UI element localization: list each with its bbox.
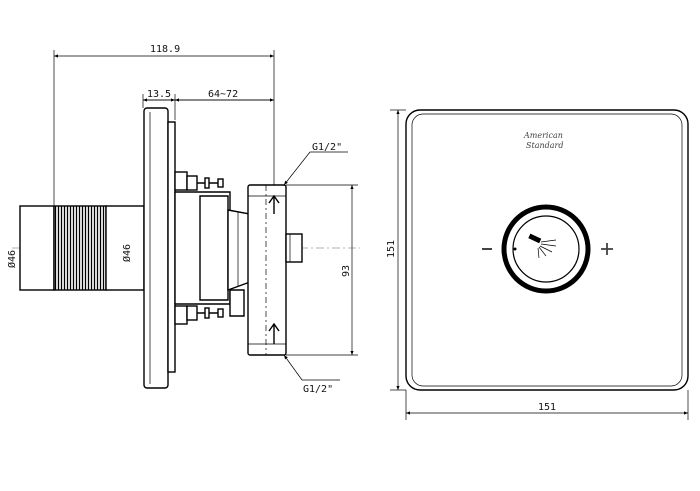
dim-body-height: 93: [286, 184, 358, 356]
dim-body-height-label: 93: [341, 265, 352, 277]
dim-depth-label: 64~72: [208, 89, 238, 100]
cover-plate-inner: [411, 113, 683, 387]
flow-arrow-top: [268, 194, 280, 214]
inlet-leader-top: G1/2": [283, 142, 348, 186]
inlet-top-label: G1/2": [312, 142, 342, 153]
brand-line2: Standard: [526, 141, 563, 150]
side-view: 118.9 13.5 64~72 Ø46 Ø46: [6, 44, 360, 395]
inlet-bottom-label: G1/2": [303, 384, 333, 395]
dim-front-width-label: 151: [538, 402, 556, 413]
dim-front-height-label: 151: [386, 240, 397, 258]
flow-arrow-bottom: [268, 322, 280, 344]
front-view: American Standard 151: [386, 109, 689, 420]
handle-outer-ring: [501, 204, 591, 294]
brand-line1: American: [523, 131, 563, 140]
inlet-leader-bottom: G1/2": [283, 354, 340, 395]
mount-brackets: [174, 171, 224, 325]
dim-front-width: 151: [405, 390, 689, 420]
dim-front-height: 151: [386, 109, 406, 391]
indicator-dot: [513, 247, 517, 251]
dim-total-length: 118.9: [53, 44, 275, 205]
flange-plate: [143, 107, 176, 389]
inlet-body: [247, 184, 303, 356]
dim-knob-dia-label: Ø46: [6, 250, 18, 268]
dim-total-label: 118.9: [150, 44, 180, 55]
side-port: [285, 233, 303, 263]
dim-flange-depth: 13.5 64~72: [142, 89, 274, 120]
knurled-knob: Ø46 Ø46: [6, 205, 145, 291]
dim-flange-label: 13.5: [147, 89, 171, 100]
shower-icon: [528, 233, 557, 259]
dim-stem-dia-label: Ø46: [121, 244, 133, 262]
